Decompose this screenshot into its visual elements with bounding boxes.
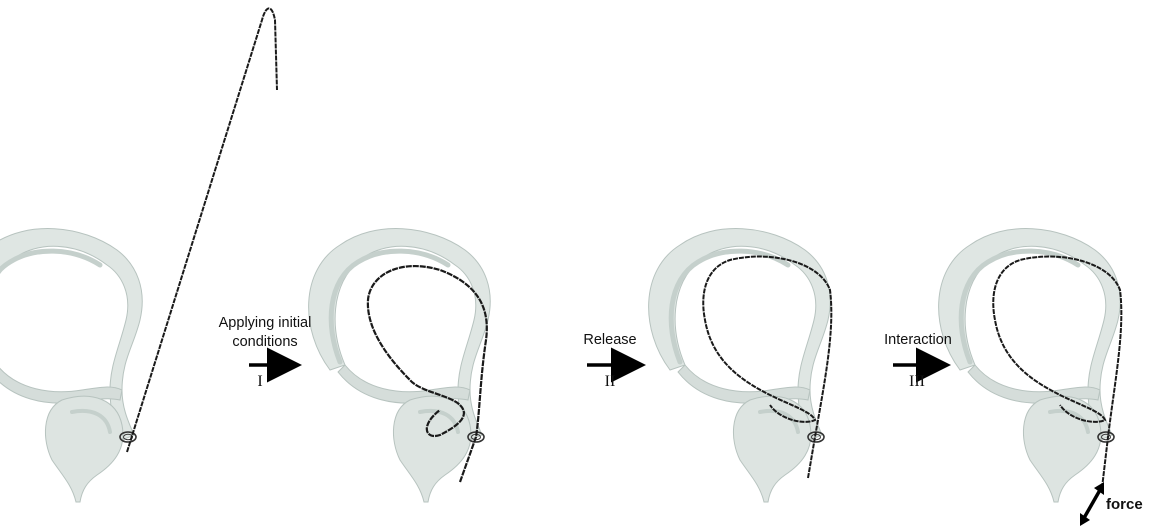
step-2-numeral: II: [590, 373, 630, 391]
step-3-label: Interaction: [868, 331, 968, 350]
step-1-numeral: I: [240, 373, 280, 391]
panel-initial-state: [0, 229, 142, 502]
panel-after-release: [649, 229, 831, 502]
step-3-numeral: III: [895, 373, 939, 391]
step-2-label: Release: [570, 331, 650, 350]
panel-after-interaction: [939, 229, 1121, 502]
panel-after-initial-conditions: [309, 229, 491, 502]
force-label: force: [1106, 496, 1143, 513]
force-arrow: [1080, 482, 1104, 526]
step-1-label: Applying initial conditions: [200, 314, 330, 352]
step-1-label-line1: Applying initial: [200, 314, 330, 333]
step-1-label-line2: conditions: [200, 333, 330, 352]
